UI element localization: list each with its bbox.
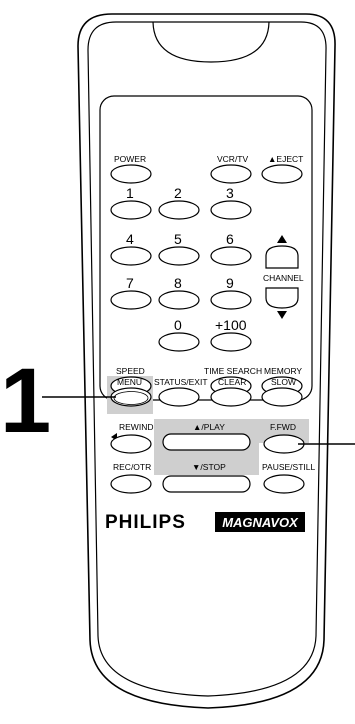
digit-5-label: 5 (174, 231, 182, 247)
digit-3-label: 3 (226, 185, 234, 201)
philips-logo: PHILIPS (105, 512, 186, 533)
digit-2-label: 2 (174, 185, 182, 201)
digit-9-button[interactable] (210, 290, 252, 310)
eject-label: ▲EJECT (268, 154, 303, 164)
eject-button[interactable] (261, 164, 303, 184)
rec-otr-button[interactable] (110, 474, 152, 494)
channel-up-button[interactable] (265, 245, 299, 269)
vcr-tv-button[interactable] (210, 164, 252, 184)
stop-button[interactable] (162, 475, 251, 493)
step-number: 1 (0, 350, 51, 452)
digit-5-button[interactable] (158, 246, 200, 266)
status-exit-label: STATUS/EXIT (154, 377, 208, 387)
menu-label: MENU (117, 377, 142, 387)
magnavox-logo: MAGNAVOX (222, 515, 299, 530)
rec-otr-label: REC/OTR (113, 462, 151, 472)
ffwd-label: F.FWD (270, 422, 296, 432)
digit-7-label: 7 (126, 275, 134, 291)
time-search-label: TIME SEARCH (204, 366, 262, 376)
pause-still-label: PAUSE/STILL (262, 462, 315, 472)
remote-body (77, 13, 336, 709)
speed-label: SPEED (116, 366, 145, 376)
channel-down-button[interactable] (265, 287, 299, 309)
digit-6-button[interactable] (210, 246, 252, 266)
digit-4-button[interactable] (110, 246, 152, 266)
channel-up-icon (277, 235, 287, 243)
magnavox-logo-box (215, 512, 305, 532)
vcr-tv-label: VCR/TV (217, 154, 249, 164)
channel-down-icon (277, 311, 287, 319)
digit-6-label: 6 (226, 231, 234, 247)
slow-button[interactable] (261, 387, 303, 407)
digit-4-label: 4 (126, 231, 134, 247)
digit-7-button[interactable] (110, 290, 152, 310)
menu-button-inner (113, 391, 149, 405)
digit-0-button[interactable] (158, 332, 200, 352)
menu-button[interactable] (110, 387, 152, 407)
play-label: ▲/PLAY (193, 422, 225, 432)
slow-label: SLOW (271, 377, 296, 387)
digit-2-button[interactable] (158, 200, 200, 220)
plus-100-label: +100 (215, 317, 247, 333)
digit-0-label: 0 (174, 317, 182, 333)
status-exit-button[interactable] (158, 387, 200, 407)
digit-3-button[interactable] (210, 200, 252, 220)
digit-1-button[interactable] (110, 200, 152, 220)
play-button[interactable] (162, 433, 251, 451)
digit-1-label: 1 (126, 185, 134, 201)
clear-button[interactable] (210, 387, 252, 407)
plus-100-button[interactable] (210, 332, 252, 352)
stop-label: ▼/STOP (192, 462, 226, 472)
power-label: POWER (114, 154, 146, 164)
digit-8-button[interactable] (158, 290, 200, 310)
digit-8-label: 8 (174, 275, 182, 291)
pause-still-button[interactable] (263, 474, 305, 494)
memory-label: MEMORY (264, 366, 302, 376)
power-button[interactable] (110, 164, 152, 184)
rewind-label: REWIND (119, 422, 153, 432)
rewind-button[interactable] (110, 434, 152, 454)
clear-label: CLEAR (218, 377, 246, 387)
channel-label: CHANNEL (263, 273, 304, 283)
digit-9-label: 9 (226, 275, 234, 291)
